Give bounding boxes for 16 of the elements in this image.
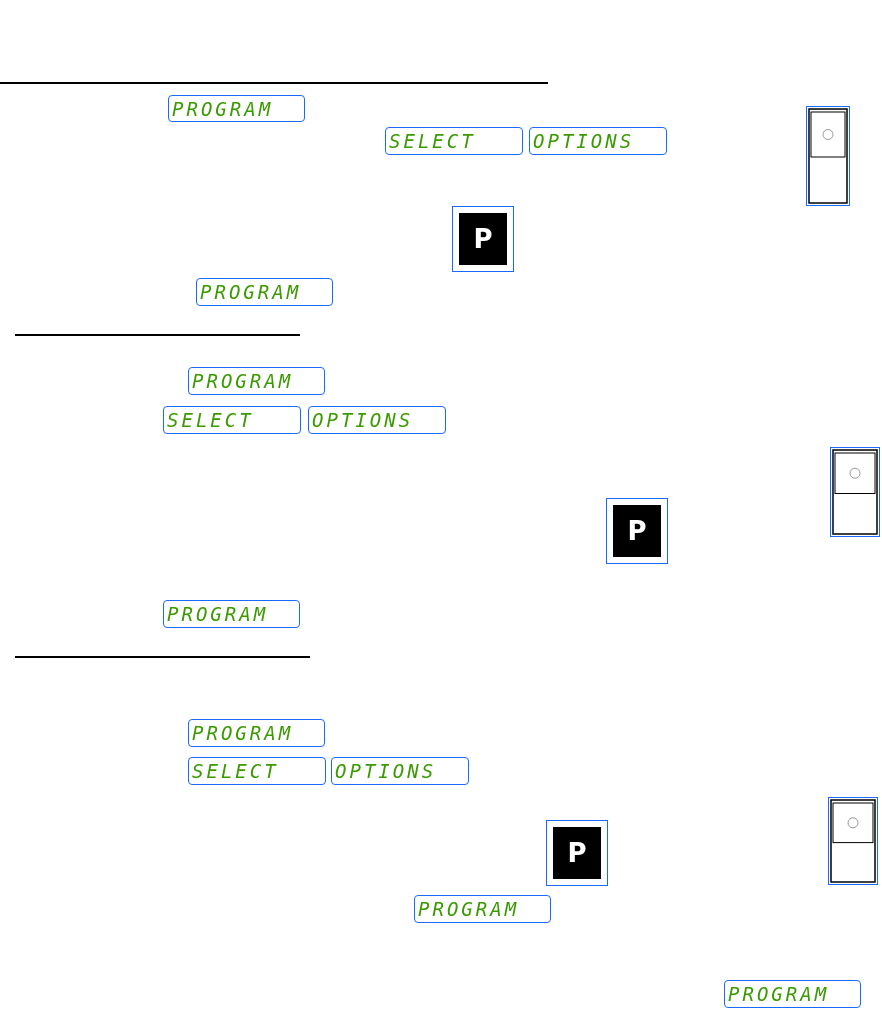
display-readout: OPTIONS	[308, 406, 446, 434]
p-key: P	[452, 206, 514, 272]
p-key: P	[546, 820, 608, 886]
display-readout: PROGRAM	[724, 980, 861, 1008]
display-readout: PROGRAM	[196, 278, 333, 306]
display-readout: SELECT	[188, 757, 326, 785]
display-readout: SELECT	[385, 127, 523, 155]
display-readout: PROGRAM	[168, 95, 305, 122]
p-key: P	[606, 498, 668, 564]
display-readout: PROGRAM	[188, 719, 325, 747]
display-readout: SELECT	[163, 406, 301, 434]
display-readout: PROGRAM	[188, 367, 325, 395]
display-readout: PROGRAM	[414, 895, 551, 923]
display-readout: OPTIONS	[529, 127, 667, 155]
display-readout: OPTIONS	[331, 757, 469, 785]
display-readout: PROGRAM	[163, 600, 300, 628]
